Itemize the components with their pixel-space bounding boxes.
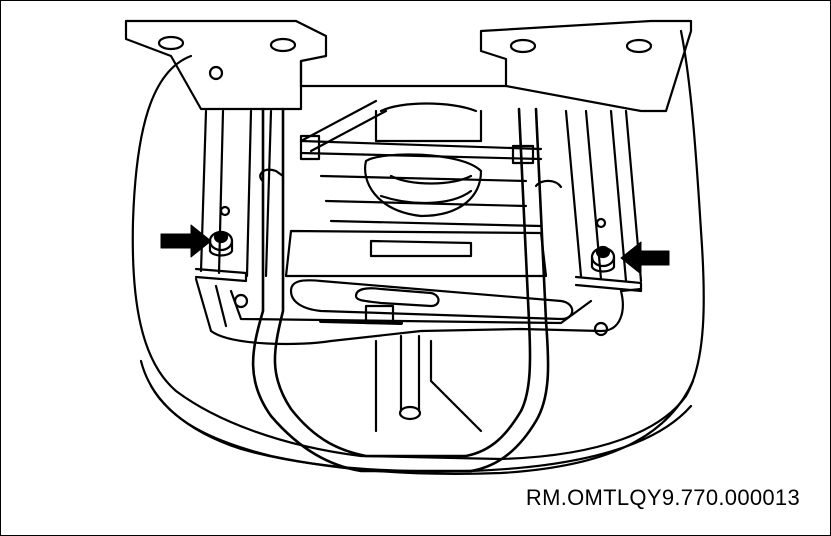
left-top-bracket — [124, 19, 328, 111]
rail-hole — [595, 217, 607, 229]
right-seat-bolt — [590, 245, 616, 273]
tray-hole — [593, 321, 609, 337]
arrow-right-icon — [160, 224, 212, 258]
support-panel — [374, 339, 483, 433]
rear-cross-plate — [299, 59, 508, 88]
left-seat-rail — [199, 109, 273, 278]
seat-cushion-lower-rim-2 — [149, 379, 695, 475]
rear-cross-shaft-end-left — [299, 134, 321, 161]
slide-lever-slot — [354, 287, 440, 308]
bracket-hole — [269, 37, 297, 53]
rail-clip — [534, 179, 563, 189]
suspension-housing — [374, 102, 483, 143]
bracket-hole — [157, 35, 185, 51]
frame-box-inner — [369, 239, 473, 258]
bracket-hole — [625, 38, 653, 54]
suspension-body — [364, 153, 483, 218]
right-top-bracket — [479, 19, 693, 113]
rail-hole — [219, 205, 231, 217]
rear-cross-shaft — [299, 139, 543, 161]
left-rail-end — [194, 267, 248, 283]
rear-cross-shaft-end-right — [511, 144, 535, 165]
lower-tray-inner — [214, 284, 593, 328]
handle-frame-inner — [273, 107, 532, 458]
latch-rod — [319, 319, 403, 325]
tray-hole — [233, 293, 249, 309]
frame-slat — [319, 174, 543, 228]
right-rail-end — [574, 275, 643, 293]
bracket-hole — [208, 65, 224, 81]
right-seat-rail — [564, 109, 643, 283]
diagonal-strut — [299, 99, 388, 153]
left-seat-bolt — [208, 230, 234, 257]
bracket-hole — [509, 38, 537, 54]
frame-box — [284, 229, 548, 278]
slide-lever — [289, 279, 574, 321]
rail-clip — [259, 168, 285, 183]
vertical-support-end — [398, 405, 422, 421]
figure-reference-code: RM.OMTLQY9.770.000013 — [525, 485, 800, 510]
vertical-support — [399, 334, 421, 413]
arrow-left-icon — [620, 241, 670, 275]
lower-tray — [194, 277, 643, 346]
handle-frame-left — [251, 107, 550, 473]
